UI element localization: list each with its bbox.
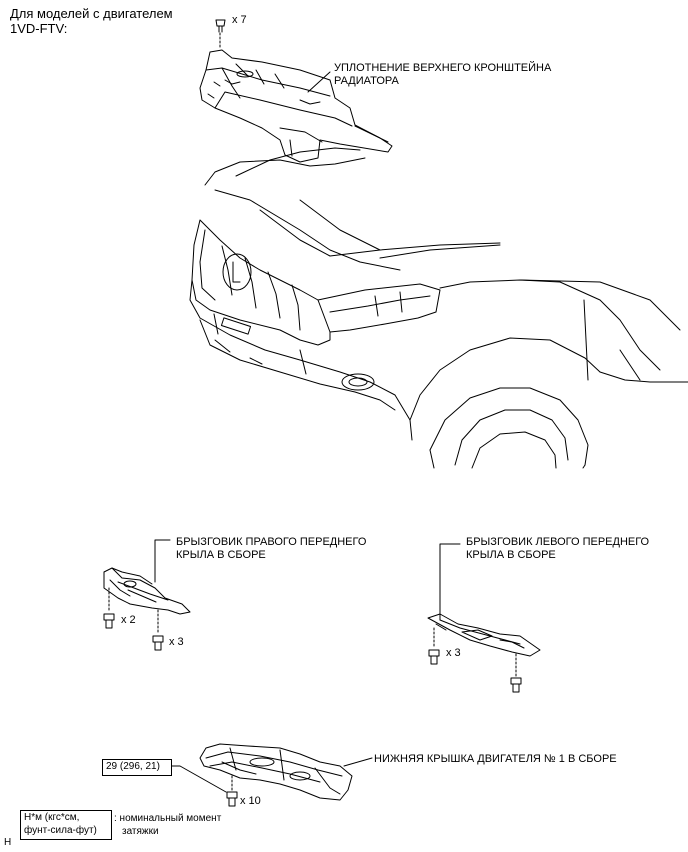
torque-leader [169,765,227,793]
bolt-icon [510,653,522,693]
legend-box-line1: Н*м (кгс*см, [24,812,80,823]
right-splash-leader [154,539,171,583]
left-splash-qty: x 3 [446,647,461,659]
engine-under-cover-part [199,743,353,801]
legend-desc-line1: : номинальный момент [114,813,222,824]
right-splash-qty-a: x 2 [121,614,136,626]
bolt-icon [226,775,238,807]
clip-fastener-icon [215,19,226,49]
vehicle-outline [189,147,688,469]
legend-box-line2: фунт-сила-фут) [24,825,97,836]
legend-desc-line2: затяжки [122,826,159,837]
engine-cover-label: НИЖНЯЯ КРЫШКА ДВИГАТЕЛЯ № 1 В СБОРЕ [374,753,617,765]
legend-box: Н*м (кгс*см, фунт-сила-фут) [20,810,112,840]
bolt-icon [103,587,115,629]
clip-qty: x 7 [232,14,247,26]
engine-cover-qty: x 10 [240,795,261,807]
engine-cover-leader [343,757,373,767]
footer-mark: H [4,837,12,848]
left-fender-splash-shield-part [427,613,541,657]
torque-value-box: 29 (296, 21) [102,759,172,776]
bolt-icon [152,609,164,651]
radiator-seal-leader [307,71,331,93]
left-splash-label-line1: БРЫЗГОВИК ЛЕВОГО ПЕРЕДНЕГО [466,536,650,548]
bolt-icon [428,627,440,665]
torque-value: 29 (296, 21) [106,761,160,772]
right-splash-label-line1: БРЫЗГОВИК ПРАВОГО ПЕРЕДНЕГО [176,536,367,548]
left-splash-leader [439,543,461,621]
radiator-seal-part [199,49,393,163]
left-splash-label-line2: КРЫЛА В СБОРЕ [466,549,556,561]
right-splash-label-line2: КРЫЛА В СБОРЕ [176,549,266,561]
header-line2: 1VD-FTV: [10,21,68,36]
header-line1: Для моделей с двигателем [10,6,173,21]
right-splash-qty-b: x 3 [169,636,184,648]
radiator-seal-label-line1: УПЛОТНЕНИЕ ВЕРХНЕГО КРОНШТЕЙНА [334,62,552,74]
radiator-seal-label-line2: РАДИАТОРА [334,75,399,87]
right-fender-splash-shield-part [103,567,191,615]
